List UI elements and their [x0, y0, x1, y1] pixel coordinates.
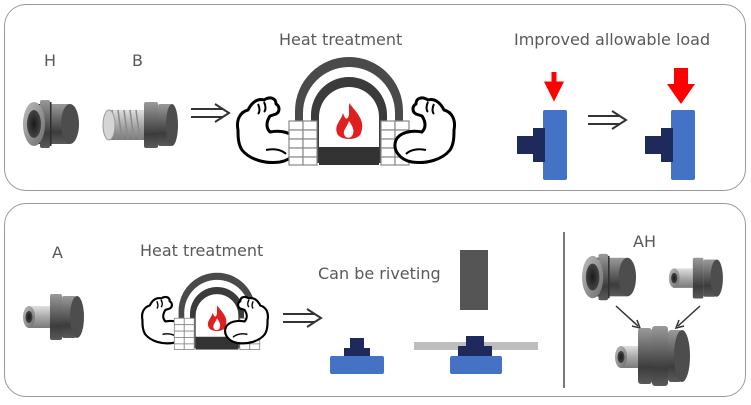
label-heat-treatment-bottom: Heat treatment — [140, 241, 264, 260]
label-improved-load: Improved allowable load — [514, 30, 711, 49]
furnace-flame-icon — [288, 56, 410, 166]
double-arrow-right-icon — [191, 103, 231, 123]
label-a: A — [52, 243, 63, 262]
part-a-icon — [23, 294, 84, 340]
label-b: B — [132, 51, 143, 70]
part-h-icon — [21, 98, 81, 150]
double-arrow-right-icon-2 — [588, 110, 628, 130]
label-heat-treatment-top: Heat treatment — [279, 30, 403, 49]
flexed-arm-right-icon — [393, 96, 457, 164]
arrow-down-left-icon — [674, 305, 701, 330]
label-h: H — [44, 51, 57, 70]
arrow-down-right-icon — [615, 305, 642, 330]
bottom-panel-divider — [563, 232, 565, 388]
part-high-load-icon — [645, 68, 695, 180]
rivet-part-before-icon — [330, 338, 384, 374]
flexed-arm-right-small-icon — [224, 295, 270, 345]
part-ah-left-icon — [580, 252, 638, 302]
label-riveting: Can be riveting — [318, 264, 441, 283]
part-low-load-icon — [517, 72, 567, 180]
part-b-icon — [102, 102, 178, 148]
part-ah-combined-icon — [615, 326, 690, 386]
double-arrow-right-icon-3 — [283, 308, 323, 328]
part-ah-right-icon — [668, 257, 723, 299]
rivet-press-icon — [414, 250, 538, 374]
label-ah: AH — [633, 232, 656, 251]
